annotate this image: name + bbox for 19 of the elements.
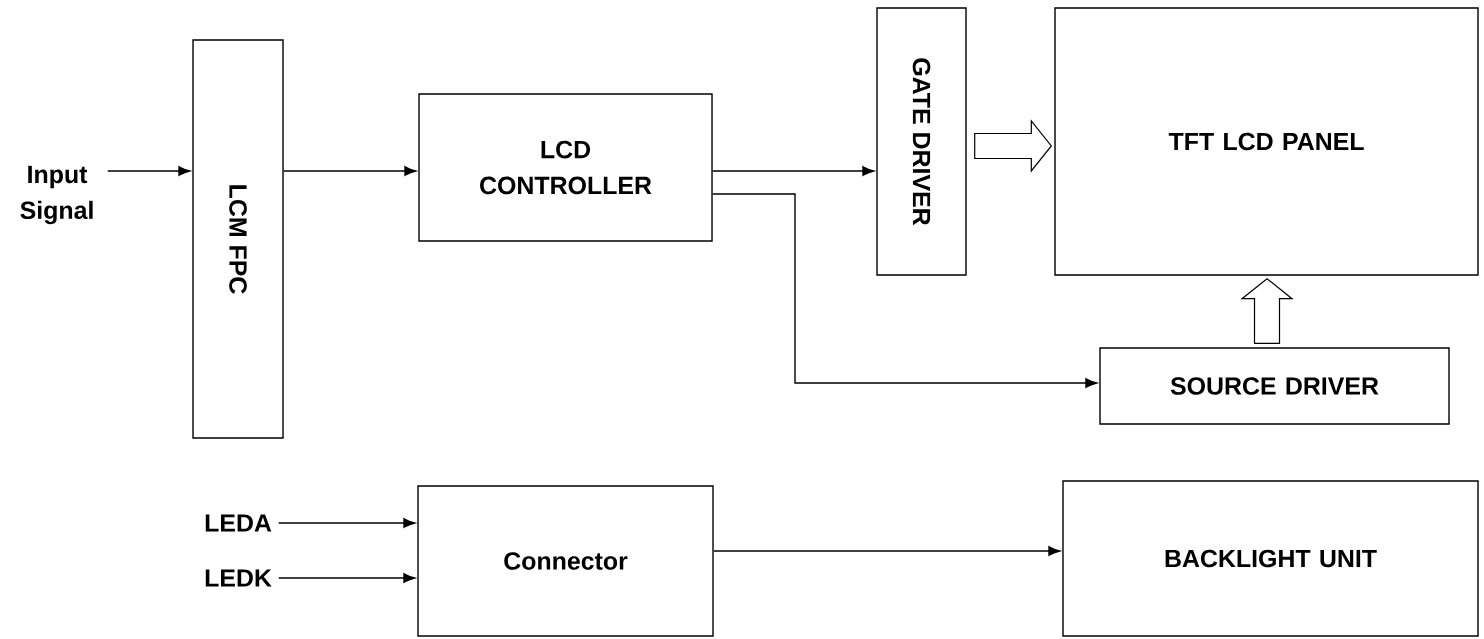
block-box: BACKLIGHT UNIT	[1062, 480, 1479, 637]
signal-label: LEDK	[205, 569, 272, 587]
signal-label: Input Signal	[20, 165, 93, 225]
block-box: TFT LCD PANEL	[1054, 7, 1479, 276]
arrow	[107, 166, 191, 176]
driver-box: LCM FPC	[192, 39, 284, 439]
arrow	[278, 518, 416, 528]
block-box: SOURCE DRIVER	[1099, 347, 1450, 425]
arrow	[283, 166, 417, 176]
signal-label: LEDA	[205, 514, 272, 532]
arrow	[712, 193, 1098, 388]
block-box: Connector	[417, 485, 714, 637]
driver-box: GATE DRIVER	[876, 7, 967, 276]
block-box: LCD CONTROLLER	[418, 93, 713, 242]
block-arrow	[974, 119, 1053, 173]
block-arrow	[1240, 277, 1294, 344]
arrow	[713, 546, 1061, 556]
arrow	[712, 166, 875, 176]
arrow	[278, 573, 416, 583]
